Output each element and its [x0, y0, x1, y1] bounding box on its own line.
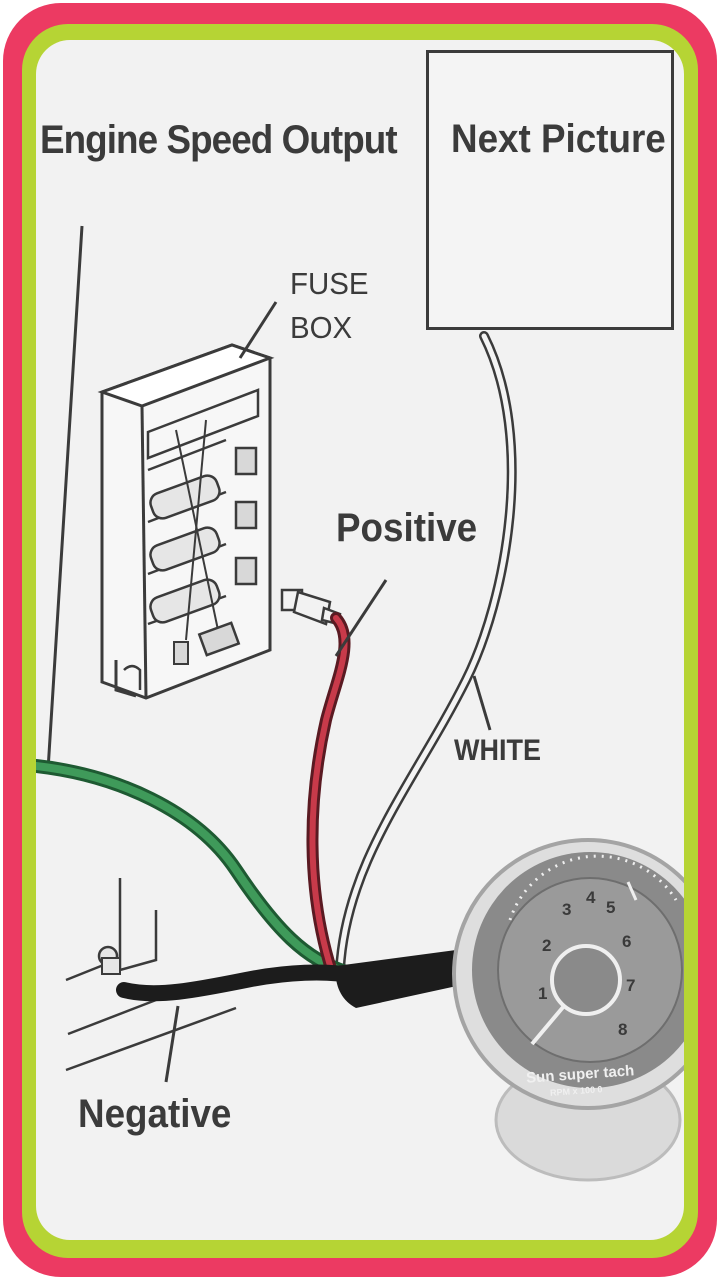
- fuse-box-label: FUSE BOX: [290, 262, 369, 350]
- green-wire: [36, 759, 353, 979]
- dial-number-3: 3: [562, 900, 572, 919]
- fuse-box-label-line1: FUSE: [290, 266, 369, 301]
- red-wire: [306, 579, 388, 978]
- positive-label: Positive: [336, 506, 478, 550]
- fuse-box-label-line2: BOX: [290, 310, 353, 345]
- dial-number-2: 2: [542, 936, 552, 955]
- dial-number-1: 1: [538, 984, 548, 1003]
- fuse-box: [97, 301, 278, 700]
- wiring-diagram: Engine Speed Output FUSE BOX Positive WH…: [36, 40, 684, 1240]
- negative-label: Negative: [78, 1092, 232, 1136]
- dial-number-5: 5: [606, 898, 616, 917]
- black-wire: [116, 950, 466, 1083]
- engine-speed-output-label: Engine Speed Output: [40, 118, 398, 162]
- dial-number-8: 8: [618, 1020, 628, 1039]
- wiring-illustration: [36, 225, 684, 1182]
- tachometer: [452, 838, 684, 1182]
- dial-number-6: 6: [622, 932, 632, 951]
- engine-leader-line: [46, 225, 84, 771]
- dial-number-7: 7: [626, 976, 636, 995]
- next-picture-button[interactable]: Next Picture: [426, 50, 674, 330]
- dial-number-4: 4: [586, 888, 596, 907]
- white-wire-label: WHITE: [454, 734, 541, 767]
- chassis-ground: [65, 878, 237, 1072]
- next-picture-label: Next Picture: [451, 117, 666, 161]
- white-wire: [335, 331, 517, 975]
